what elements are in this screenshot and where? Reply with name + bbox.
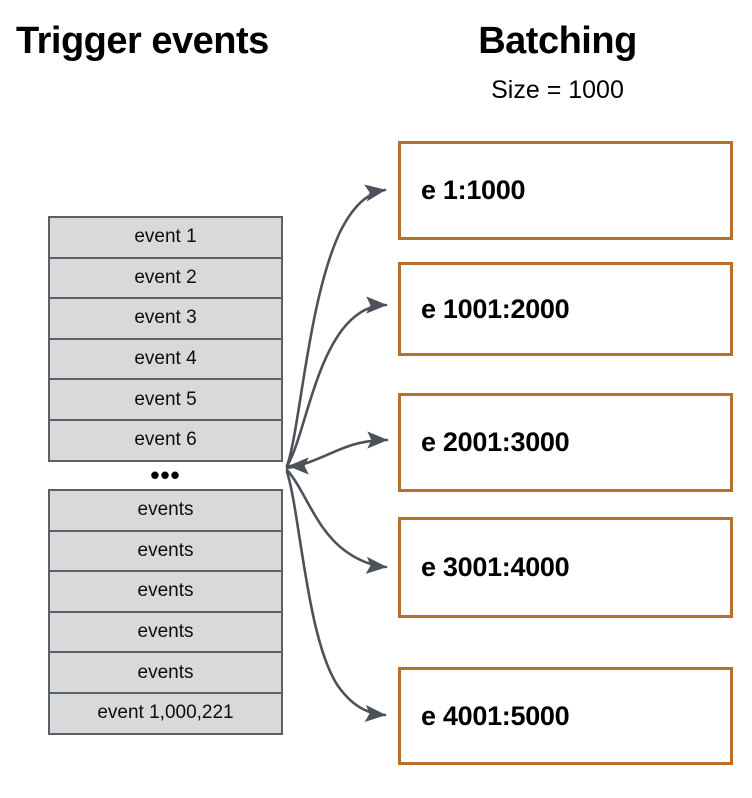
event-row: events <box>50 572 281 613</box>
page-title-trigger-events: Trigger events <box>16 20 269 62</box>
event-row: events <box>50 612 281 654</box>
batch-label: e 2001:3000 <box>421 427 570 457</box>
event-row: events <box>50 531 281 573</box>
batch-box-1001-2000: e 1001:2000 <box>398 262 733 356</box>
event-row: event 5 <box>50 380 281 421</box>
page-title-batching: Batching <box>478 20 637 62</box>
batch-label: e 1001:2000 <box>421 293 570 324</box>
event-row: event 4 <box>50 339 281 381</box>
event-row: event 3 <box>50 299 281 340</box>
arrow-to-batch-1 <box>285 184 387 468</box>
batch-box-3001-4000: e 3001:4000 <box>398 517 733 618</box>
batch-label: e 1:1000 <box>421 175 526 205</box>
batch-label: e 4001:5000 <box>421 700 570 731</box>
event-stack-top: event 1 event 2 event 3 event 4 event 5 … <box>48 216 283 462</box>
batch-label: e 3001:4000 <box>421 552 570 582</box>
event-row: event 6 <box>50 420 281 462</box>
ellipsis-separator: ••• <box>150 460 181 490</box>
arrow-to-batch-5 <box>285 470 387 723</box>
batch-box-1-1000: e 1:1000 <box>398 141 733 240</box>
arrow-to-batch-4 <box>285 468 388 574</box>
arrow-to-batch-2 <box>285 296 388 468</box>
event-row: event 1,000,221 <box>50 693 281 735</box>
event-row: events <box>50 491 281 532</box>
event-row: events <box>50 653 281 694</box>
batch-box-4001-5000: e 4001:5000 <box>398 667 733 765</box>
arrow-to-batch-3 <box>285 431 389 470</box>
event-stack-bottom: events events events events events event… <box>48 489 283 735</box>
batch-box-2001-3000: e 2001:3000 <box>398 393 733 492</box>
event-row: event 2 <box>50 258 281 300</box>
batching-size-subtitle: Size = 1000 <box>491 76 624 104</box>
event-row: event 1 <box>50 218 281 259</box>
